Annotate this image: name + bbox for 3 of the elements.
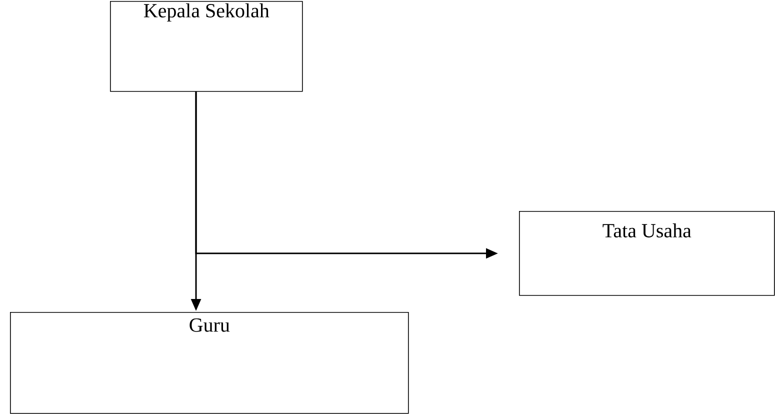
org-box: Tata Usaha [519,211,775,296]
org-box: Guru [10,312,409,414]
org-box: Kepala Sekolah [110,1,303,92]
